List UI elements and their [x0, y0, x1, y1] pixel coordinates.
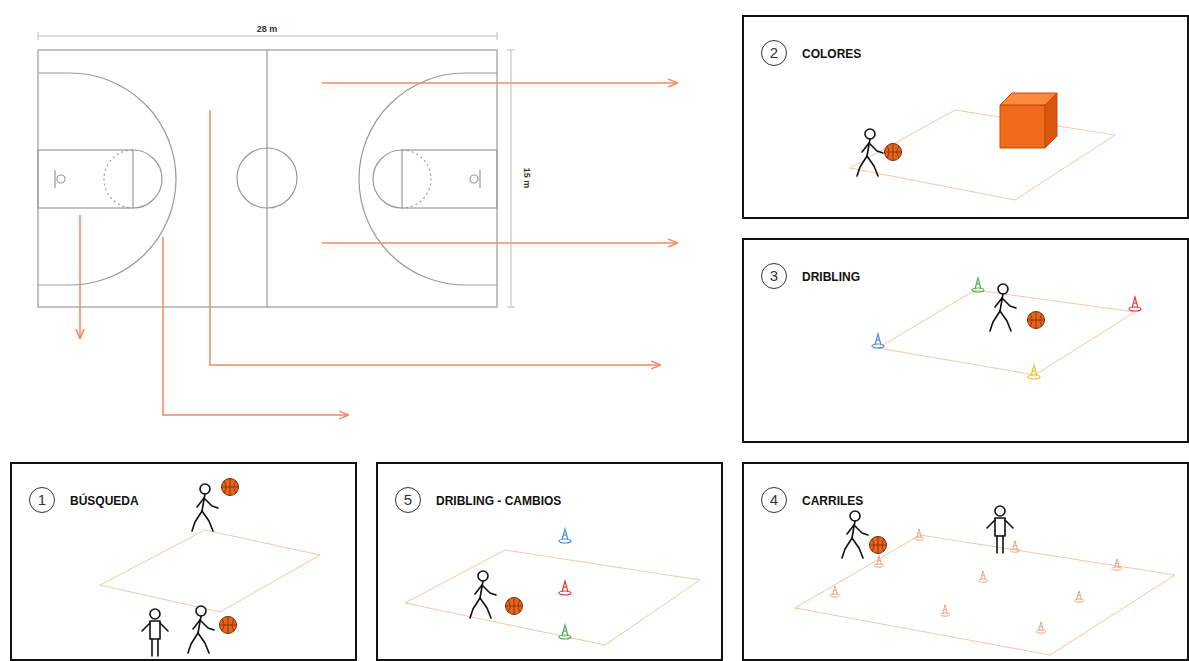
callout-number: 1: [29, 487, 55, 513]
dimension-label: 28 m: [255, 24, 280, 34]
callout-number: 2: [761, 40, 787, 66]
exercise-panel: 3 DRIBLING: [742, 238, 1189, 443]
panel-heading: BÚSQUEDA: [70, 494, 139, 508]
panel-heading: COLORES: [802, 47, 861, 61]
callout-number: 5: [395, 487, 421, 513]
callout-number: 3: [761, 263, 787, 289]
exercise-panel: 4 CARRILES: [742, 462, 1189, 661]
dimension-label: 15 m: [522, 166, 532, 191]
panel-heading: CARRILES: [802, 494, 863, 508]
exercise-panel: 5 DRIBLING - CAMBIOS: [376, 462, 723, 661]
panel-heading: DRIBLING - CAMBIOS: [436, 494, 561, 508]
exercise-panel: 1 BÚSQUEDA: [10, 462, 357, 661]
panel-heading: DRIBLING: [802, 270, 860, 284]
callout-number: 4: [761, 487, 787, 513]
exercise-panel: 2 COLORES: [742, 15, 1189, 219]
